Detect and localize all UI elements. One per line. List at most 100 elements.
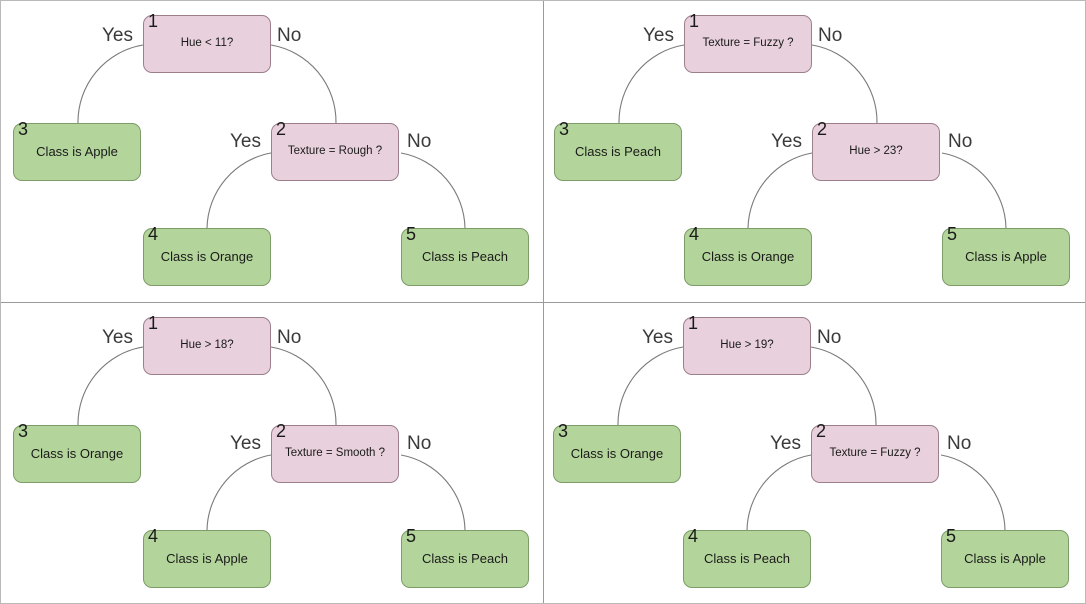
edge-2-to-4	[206, 152, 272, 229]
leaf-node-3[interactable]: 3 Class is Orange	[553, 421, 681, 483]
node-label: Texture = Rough ?	[287, 145, 383, 158]
edge-1-to-3	[77, 346, 144, 426]
node-label: Texture = Fuzzy ?	[829, 447, 921, 460]
leaf-node-3[interactable]: 3 Class is Apple	[13, 119, 141, 181]
node-label: Class is Orange	[701, 248, 795, 264]
node-number: 1	[148, 313, 159, 333]
edge-2-to-5	[400, 152, 466, 229]
node-label: Class is Apple	[166, 550, 248, 566]
node-number: 1	[689, 11, 700, 31]
node-label: Texture = Smooth ?	[284, 447, 386, 460]
edge-label-yes-root: Yes	[102, 25, 133, 46]
edge-label-yes-node2: Yes	[230, 433, 261, 454]
edge-label-yes-root: Yes	[643, 25, 674, 46]
edge-1-to-3	[617, 346, 684, 426]
edge-label-no-node2: No	[407, 131, 432, 152]
node-number: 2	[276, 421, 287, 441]
node-label: Class is Apple	[964, 550, 1046, 566]
decision-node-2[interactable]: 2 Texture = Smooth ?	[271, 421, 399, 483]
node-label: Class is Orange	[160, 248, 254, 264]
edge-label-yes-node2: Yes	[230, 131, 261, 152]
decision-node-2[interactable]: 2 Hue > 23?	[812, 119, 940, 181]
leaf-node-4[interactable]: 4 Class is Orange	[684, 224, 812, 286]
edge-1-to-2	[811, 44, 878, 124]
node-number: 2	[816, 421, 827, 441]
node-number: 4	[689, 224, 700, 244]
edge-label-no-node2: No	[948, 131, 973, 152]
tree-panel-top-right: 1 Texture = Fuzzy ? 2 Hue > 23? 3 Class …	[544, 1, 1085, 303]
node-label: Class is Peach	[422, 248, 508, 264]
node-number: 2	[276, 119, 287, 139]
node-label: Hue > 23?	[849, 145, 903, 158]
leaf-node-4[interactable]: 4 Class is Apple	[143, 526, 271, 588]
edge-2-to-4	[206, 454, 272, 531]
leaf-node-4[interactable]: 4 Class is Peach	[683, 526, 811, 588]
edge-1-to-2	[270, 44, 337, 124]
node-label: Class is Apple	[965, 248, 1047, 264]
node-number: 2	[817, 119, 828, 139]
edge-2-to-5	[941, 152, 1007, 229]
node-label: Hue < 11?	[180, 37, 234, 50]
edge-label-yes-node2: Yes	[770, 433, 801, 454]
node-label: Class is Peach	[704, 550, 790, 566]
decision-node-2[interactable]: 2 Texture = Rough ?	[271, 119, 399, 181]
node-number: 5	[406, 526, 417, 546]
node-number: 1	[148, 11, 159, 31]
node-number: 4	[148, 224, 159, 244]
decision-node-1[interactable]: 1 Hue > 19?	[683, 313, 811, 375]
edge-2-to-5	[400, 454, 466, 531]
node-label: Hue > 18?	[180, 339, 234, 352]
node-number: 1	[688, 313, 699, 333]
edge-label-yes-root: Yes	[102, 327, 133, 348]
tree-panel-bottom-right: 1 Hue > 19? 2 Texture = Fuzzy ? 3 Class …	[544, 303, 1085, 603]
edge-label-no-root: No	[277, 25, 302, 46]
node-number: 3	[559, 119, 570, 139]
edge-label-no-root: No	[277, 327, 302, 348]
node-label: Class is Orange	[30, 445, 124, 461]
node-number: 3	[18, 421, 29, 441]
decision-node-1[interactable]: 1 Texture = Fuzzy ?	[684, 11, 812, 73]
node-number: 3	[18, 119, 29, 139]
node-label: Texture = Fuzzy ?	[702, 37, 794, 50]
leaf-node-5[interactable]: 5 Class is Apple	[942, 224, 1070, 286]
leaf-node-3[interactable]: 3 Class is Orange	[13, 421, 141, 483]
decision-node-1[interactable]: 1 Hue < 11?	[143, 11, 271, 73]
edge-2-to-4	[747, 152, 813, 229]
leaf-node-5[interactable]: 5 Class is Peach	[401, 526, 529, 588]
leaf-node-4[interactable]: 4 Class is Orange	[143, 224, 271, 286]
edge-1-to-3	[77, 44, 144, 124]
tree-panel-bottom-left: 1 Hue > 18? 2 Texture = Smooth ? 3 Class…	[1, 303, 544, 603]
edge-label-no-root: No	[817, 327, 842, 348]
node-label: Class is Peach	[422, 550, 508, 566]
edge-1-to-2	[810, 346, 877, 426]
edge-2-to-5	[940, 454, 1006, 531]
edge-label-yes-node2: Yes	[771, 131, 802, 152]
edge-2-to-4	[746, 454, 812, 531]
edge-connectors	[617, 346, 1006, 531]
node-number: 4	[688, 526, 699, 546]
decision-node-1[interactable]: 1 Hue > 18?	[143, 313, 271, 375]
leaf-node-5[interactable]: 5 Class is Apple	[941, 526, 1069, 588]
edge-label-yes-root: Yes	[642, 327, 673, 348]
edge-1-to-2	[270, 346, 337, 426]
node-label: Class is Orange	[570, 445, 664, 461]
node-number: 3	[558, 421, 569, 441]
node-label: Hue > 19?	[720, 339, 774, 352]
node-number: 5	[406, 224, 417, 244]
node-number: 4	[148, 526, 159, 546]
edge-label-no-node2: No	[407, 433, 432, 454]
leaf-node-3[interactable]: 3 Class is Peach	[554, 119, 682, 181]
node-number: 5	[946, 526, 957, 546]
tree-panel-top-left: 1 Hue < 11? 2 Texture = Rough ? 3 Class …	[1, 1, 544, 303]
edge-label-no-node2: No	[947, 433, 972, 454]
node-label: Class is Apple	[36, 143, 118, 159]
decision-node-2[interactable]: 2 Texture = Fuzzy ?	[811, 421, 939, 483]
panel-divider-horizontal	[1, 302, 1085, 303]
edge-connectors	[77, 346, 466, 531]
leaf-node-5[interactable]: 5 Class is Peach	[401, 224, 529, 286]
edge-connectors	[77, 44, 466, 229]
node-number: 5	[947, 224, 958, 244]
edge-label-no-root: No	[818, 25, 843, 46]
node-label: Class is Peach	[575, 143, 661, 159]
